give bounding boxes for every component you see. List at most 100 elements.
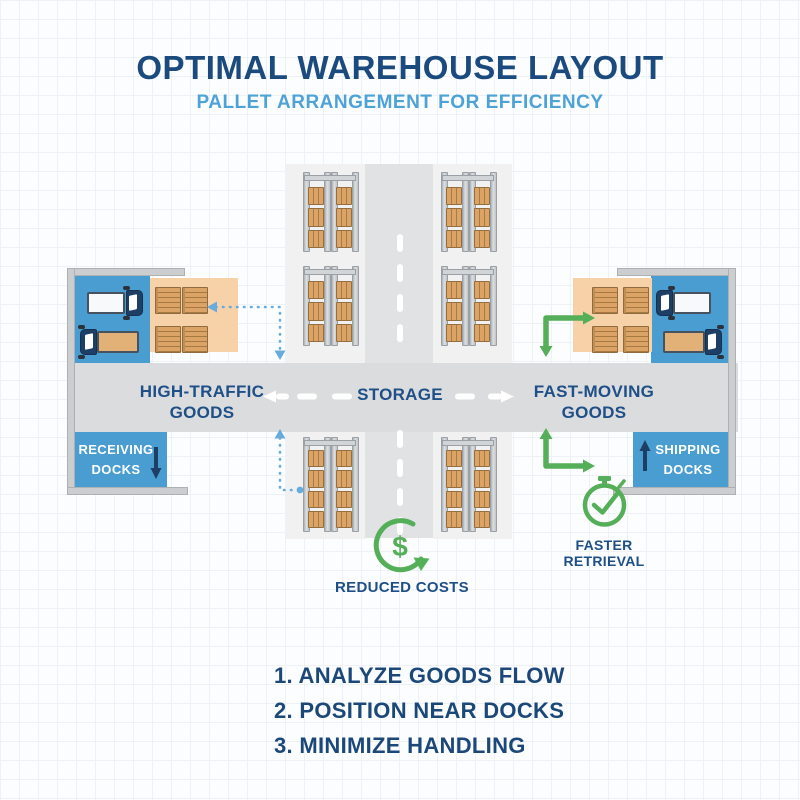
rack-box-icon bbox=[336, 187, 352, 206]
rack-bay bbox=[446, 450, 462, 528]
rack-box-icon bbox=[474, 229, 490, 248]
rack-bay bbox=[336, 187, 352, 248]
rack-box-icon bbox=[446, 510, 462, 528]
rack-box-icon bbox=[336, 208, 352, 227]
rack-bay bbox=[446, 281, 462, 342]
pallet-staging-zone-right bbox=[573, 278, 652, 353]
rack-box-icon bbox=[308, 302, 324, 321]
rack-bay bbox=[308, 450, 324, 528]
pallet-icon bbox=[182, 326, 208, 353]
rack-post bbox=[490, 266, 497, 346]
dock-wall bbox=[617, 268, 736, 276]
rack-box-icon bbox=[446, 490, 462, 508]
pallet-icon bbox=[155, 287, 181, 314]
reduced-costs-label: REDUCED COSTS bbox=[335, 579, 469, 596]
step-item: 3. MINIMIZE HANDLING bbox=[274, 733, 526, 758]
windshield bbox=[708, 333, 716, 350]
rack-post bbox=[324, 172, 331, 252]
rack-beam bbox=[442, 440, 494, 446]
rack-box-icon bbox=[308, 470, 324, 488]
page-title: OPTIMAL WAREHOUSE LAYOUT bbox=[136, 49, 664, 86]
rack-box-icon bbox=[474, 323, 490, 342]
storage-rack-icon bbox=[303, 266, 359, 346]
rack-box-icon bbox=[336, 323, 352, 342]
rack-beam bbox=[304, 175, 356, 181]
steps-list: 1. ANALYZE GOODS FLOW 2. POSITION NEAR D… bbox=[274, 661, 565, 766]
receiving-docks-label: RECEIVING DOCKS bbox=[78, 442, 154, 477]
rack-box-icon bbox=[336, 490, 352, 508]
pallet-icon bbox=[155, 326, 181, 353]
rack-post bbox=[352, 172, 359, 252]
rack-post bbox=[462, 437, 469, 532]
storage-rack-icon bbox=[441, 437, 497, 532]
pallet-staging-zone-left bbox=[150, 278, 238, 353]
rack-bay bbox=[474, 450, 490, 528]
wheel bbox=[123, 286, 130, 290]
faster-retrieval-label: FASTER RETRIEVAL bbox=[563, 537, 645, 569]
rack-box-icon bbox=[446, 450, 462, 468]
rack-box-icon bbox=[308, 208, 324, 227]
wheel bbox=[668, 316, 675, 320]
wheel bbox=[668, 286, 675, 290]
rack-post bbox=[324, 437, 331, 532]
rack-beam bbox=[304, 440, 356, 446]
rack-box-icon bbox=[308, 229, 324, 248]
storage-rack-icon bbox=[441, 266, 497, 346]
rack-bay bbox=[308, 281, 324, 342]
main-aisle-horizontal bbox=[67, 363, 738, 432]
pallet-icon bbox=[623, 326, 649, 353]
rack-box-icon bbox=[308, 187, 324, 206]
storage-rack-icon bbox=[303, 172, 359, 252]
rack-post bbox=[462, 172, 469, 252]
dock-wall bbox=[67, 487, 188, 495]
rack-box-icon bbox=[446, 323, 462, 342]
rack-bay bbox=[474, 281, 490, 342]
zone-label-high-traffic: HIGH-TRAFFIC GOODS bbox=[139, 382, 265, 422]
rack-box-icon bbox=[474, 281, 490, 300]
rack-box-icon bbox=[308, 450, 324, 468]
dock-wall bbox=[67, 268, 75, 495]
rack-box-icon bbox=[446, 187, 462, 206]
zone-label-storage: STORAGE bbox=[357, 385, 443, 404]
wheel bbox=[123, 316, 130, 320]
pallet-icon bbox=[182, 287, 208, 314]
rack-box-icon bbox=[474, 187, 490, 206]
rack-beam bbox=[442, 269, 494, 275]
rack-beam bbox=[442, 175, 494, 181]
step-item: 2. POSITION NEAR DOCKS bbox=[274, 698, 565, 723]
wheel bbox=[78, 325, 85, 329]
pallet-icon bbox=[592, 287, 618, 314]
windshield bbox=[661, 294, 669, 311]
rack-box-icon bbox=[336, 281, 352, 300]
rack-post bbox=[490, 437, 497, 532]
rack-box-icon bbox=[446, 208, 462, 227]
zone-label-fast-moving: FAST-MOVING GOODS bbox=[533, 382, 655, 422]
rack-box-icon bbox=[474, 450, 490, 468]
rack-box-icon bbox=[446, 302, 462, 321]
stopwatch-check-icon bbox=[582, 476, 627, 527]
step-item: 1. ANALYZE GOODS FLOW bbox=[274, 663, 565, 688]
rack-post bbox=[324, 266, 331, 346]
dock-wall bbox=[613, 487, 736, 495]
rack-box-icon bbox=[336, 470, 352, 488]
rack-post bbox=[490, 172, 497, 252]
windshield bbox=[129, 294, 137, 311]
storage-rack-icon bbox=[303, 437, 359, 532]
rack-bay bbox=[446, 187, 462, 248]
dock-wall bbox=[728, 268, 736, 495]
rack-box-icon bbox=[474, 490, 490, 508]
rack-box-icon bbox=[446, 470, 462, 488]
rack-box-icon bbox=[474, 470, 490, 488]
wheel bbox=[717, 325, 724, 329]
pallet-icon bbox=[623, 287, 649, 314]
rack-box-icon bbox=[474, 302, 490, 321]
rack-box-icon bbox=[308, 281, 324, 300]
rack-post bbox=[352, 437, 359, 532]
rack-box-icon bbox=[336, 450, 352, 468]
rack-box-icon bbox=[336, 229, 352, 248]
rack-box-icon bbox=[446, 281, 462, 300]
shipping-docks-label: SHIPPING DOCKS bbox=[655, 442, 721, 477]
rack-box-icon bbox=[336, 510, 352, 528]
rack-box-icon bbox=[308, 323, 324, 342]
rack-bay bbox=[336, 450, 352, 528]
